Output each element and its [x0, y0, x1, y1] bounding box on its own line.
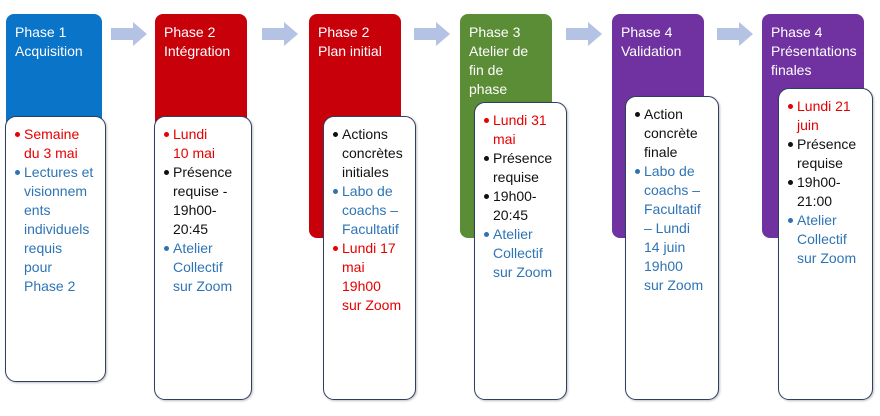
card-item: Présence requise: [787, 135, 866, 173]
phase-card-4: Lundi 31 mai Présence requise 19h00- 20:…: [474, 102, 567, 400]
card-item: Atelier Collectif sur Zoom: [787, 211, 866, 268]
card-list: Lundi 31 mai Présence requise 19h00- 20:…: [483, 111, 560, 282]
card-item: Lundi 17 mai 19h00 sur Zoom: [332, 239, 409, 315]
card-item: Semaine du 3 mai: [14, 125, 99, 163]
card-item: 19h00- 21:00: [787, 173, 866, 211]
card-item: Labo de coachs – Facultatif: [332, 182, 409, 239]
card-item: Présence requise - 19h00- 20:45: [163, 163, 245, 239]
card-list: Actions concrètes initiales Labo de coac…: [332, 125, 409, 315]
phase-card-2: Lundi 10 mai Présence requise - 19h00- 2…: [154, 116, 252, 400]
card-item: 19h00- 20:45: [483, 187, 560, 225]
phase-title: Phase 4 Validation: [621, 24, 682, 59]
card-item: Lundi 31 mai: [483, 111, 560, 149]
card-item: Lectures et visionnem ents individuels r…: [14, 163, 99, 296]
phase-card-1: Semaine du 3 mai Lectures et visionnem e…: [5, 116, 106, 382]
card-item: Atelier Collectif sur Zoom: [163, 239, 245, 296]
phase-title: Phase 3 Atelier de fin de phase: [469, 24, 529, 97]
card-list: Semaine du 3 mai Lectures et visionnem e…: [14, 125, 99, 296]
right-arrow-icon: [414, 22, 450, 46]
card-item: Présence requise: [483, 149, 560, 187]
right-arrow-icon: [566, 22, 602, 46]
phase-title: Phase 4 Présentations finales: [771, 24, 857, 78]
card-item: Action concrète finale: [634, 105, 712, 162]
card-list: Action concrète finale Labo de coachs – …: [634, 105, 712, 295]
phase-title: Phase 2 Plan initial: [318, 24, 382, 59]
card-item: Atelier Collectif sur Zoom: [483, 225, 560, 282]
phase-card-3: Actions concrètes initiales Labo de coac…: [323, 116, 416, 400]
phase-card-6: Lundi 21 juin Présence requise 19h00- 21…: [778, 88, 873, 400]
right-arrow-icon: [111, 22, 147, 46]
card-item: Lundi 21 juin: [787, 97, 866, 135]
card-item: Labo de coachs – Facultatif – Lundi 14 j…: [634, 162, 712, 295]
card-item: Actions concrètes initiales: [332, 125, 409, 182]
card-item: Lundi 10 mai: [163, 125, 245, 163]
phase-title: Phase 2 Intégration: [164, 24, 231, 59]
card-list: Lundi 21 juin Présence requise 19h00- 21…: [787, 97, 866, 268]
right-arrow-icon: [262, 22, 298, 46]
right-arrow-icon: [717, 22, 753, 46]
card-list: Lundi 10 mai Présence requise - 19h00- 2…: [163, 125, 245, 296]
phase-card-5: Action concrète finale Labo de coachs – …: [625, 96, 719, 400]
phase-title: Phase 1 Acquisition: [15, 24, 83, 59]
